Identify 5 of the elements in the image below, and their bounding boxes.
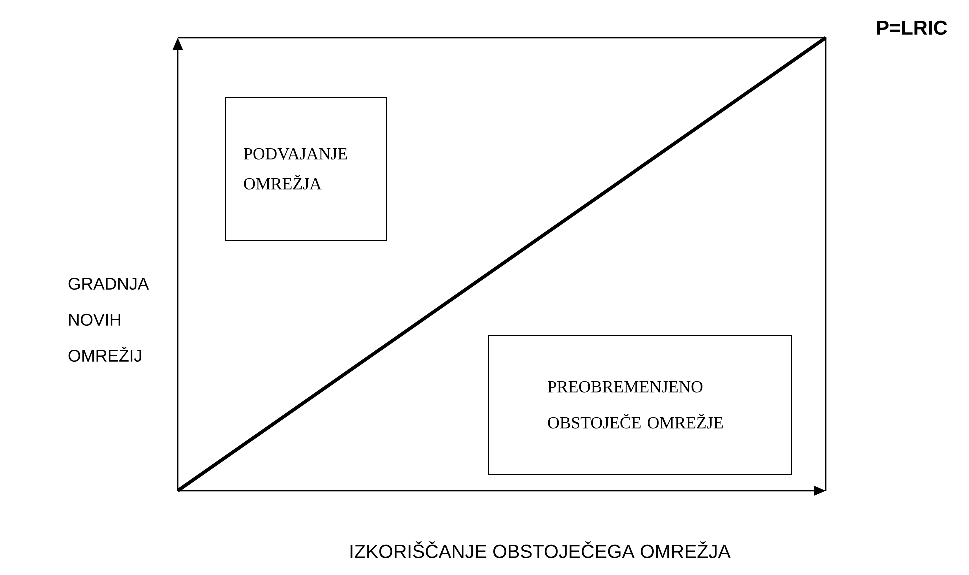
text-box: PREOBREMENJENO OBSTOJEČE OMREŽJE bbox=[488, 335, 792, 476]
axis-label: GRADNJA NOVIH OMREŽIJ bbox=[68, 278, 150, 362]
axis-label: IZKORIŠČANJE OBSTOJEČEGA OMREŽJA bbox=[350, 542, 731, 558]
text-box: PODVAJANJE OMREŽJA bbox=[225, 97, 388, 242]
line-label: P=LRIC bbox=[878, 20, 948, 36]
